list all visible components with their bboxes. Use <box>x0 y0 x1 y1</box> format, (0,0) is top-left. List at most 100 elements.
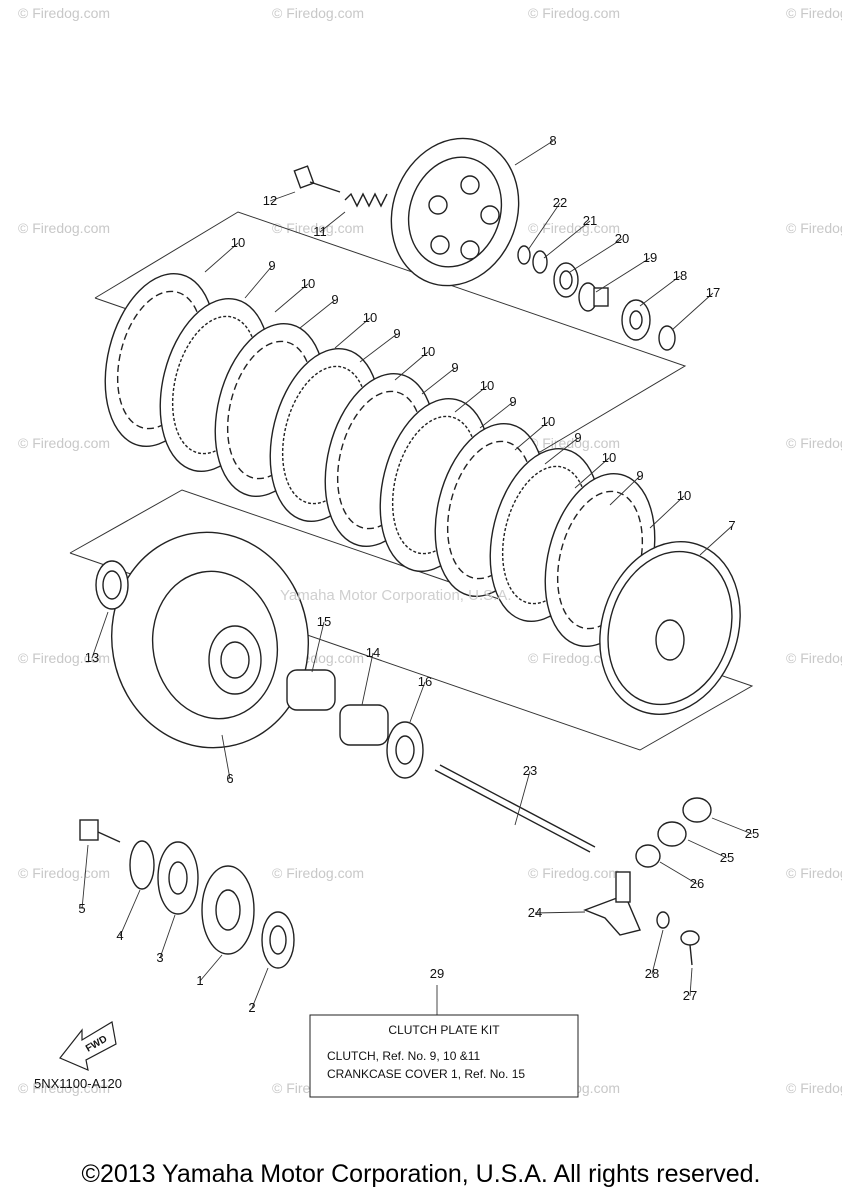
leader-line <box>659 861 698 885</box>
leader-line <box>649 495 685 529</box>
bearing-25b <box>657 821 687 847</box>
callout-5: 5 <box>78 901 85 916</box>
leader-line <box>394 351 429 381</box>
callout-1: 1 <box>196 973 203 988</box>
washer-4 <box>129 840 155 890</box>
callout-9: 9 <box>451 360 458 375</box>
callout-25: 25 <box>745 826 759 841</box>
watermark-text: © Firedog.com <box>272 865 364 881</box>
callout-4: 4 <box>116 928 123 943</box>
oil-seal-26 <box>635 844 661 868</box>
primary-driven-gear <box>599 541 741 715</box>
callout-7: 7 <box>728 518 735 533</box>
leader-line <box>711 817 753 835</box>
callout-14: 14 <box>366 645 380 660</box>
washer-28 <box>656 911 670 929</box>
callout-10: 10 <box>480 378 494 393</box>
watermark-text: © Firedog.com <box>18 220 110 236</box>
callout-13: 13 <box>85 650 99 665</box>
callout-10: 10 <box>231 235 245 250</box>
callout-9: 9 <box>636 468 643 483</box>
nut-18 <box>621 299 651 341</box>
callout-23: 23 <box>523 763 537 778</box>
watermark-text: © Firedog.com <box>786 650 842 666</box>
leader-line <box>639 275 681 307</box>
clutch-plate-kit-box: 29 CLUTCH PLATE KIT CLUTCH, Ref. No. 9, … <box>309 966 579 1098</box>
leader-line <box>311 621 325 673</box>
leader-line <box>159 914 176 959</box>
callout-11: 11 <box>313 224 327 239</box>
leader-line <box>689 967 693 997</box>
leader-line <box>359 333 398 363</box>
callout-17: 17 <box>706 285 720 300</box>
leader-line <box>514 140 554 166</box>
leader-line <box>671 292 714 331</box>
leader-line <box>274 283 309 313</box>
leader-line <box>244 265 273 299</box>
callout-2: 2 <box>248 1000 255 1015</box>
callout-8: 8 <box>549 133 556 148</box>
callout-9: 9 <box>331 292 338 307</box>
watermark-text: © Firedog.com <box>528 650 620 666</box>
watermark-text: © Firedog.com <box>786 5 842 21</box>
leader-line <box>687 839 728 859</box>
needle-bearing-15 <box>286 669 336 711</box>
callout-6: 6 <box>226 771 233 786</box>
pressure-plate <box>390 137 520 287</box>
leader-line <box>409 681 426 723</box>
callout-16: 16 <box>418 674 432 689</box>
callout-10: 10 <box>421 344 435 359</box>
leader-line <box>334 317 371 349</box>
watermark-text: © Firedog.com <box>528 5 620 21</box>
watermark-text: © Firedog.com <box>786 865 842 881</box>
callout-9: 9 <box>574 430 581 445</box>
leader-line <box>119 889 141 937</box>
watermark-text: © Firedog.com <box>786 435 842 451</box>
callout-12: 12 <box>263 193 277 208</box>
watermark-text: © Firedog.com <box>528 865 620 881</box>
clutch-plate-stack <box>104 272 656 648</box>
watermark-text: © Firedog.com <box>18 865 110 881</box>
circlip-22 <box>517 245 531 265</box>
callout-26: 26 <box>690 876 704 891</box>
leader-line <box>527 202 561 251</box>
push-rod-23 <box>434 764 596 853</box>
callout-layer: 8121122212019181710910910910910910910910… <box>78 133 759 1015</box>
callout-10: 10 <box>301 276 315 291</box>
spacer-14 <box>339 704 389 746</box>
watermark-text: © Firedog.com <box>786 1080 842 1096</box>
kit-line-1: CLUTCH, Ref. No. 9, 10 &11 <box>327 1049 480 1063</box>
leader-line <box>609 475 641 506</box>
callout-25: 25 <box>720 850 734 865</box>
leader-line <box>361 652 374 706</box>
leader-line <box>514 770 531 826</box>
leader-line <box>699 525 733 556</box>
callout-29: 29 <box>430 966 444 981</box>
leader-line <box>81 844 89 910</box>
callout-9: 9 <box>393 326 400 341</box>
watermark-text: © Firedog.com <box>18 5 110 21</box>
leader-line <box>199 954 223 982</box>
watermark-text: © Firedog.com <box>18 1080 110 1096</box>
leader-line <box>479 401 514 429</box>
leader-line <box>569 238 623 273</box>
callout-9: 9 <box>268 258 275 273</box>
bearing-20 <box>553 262 579 298</box>
lock-washer-17 <box>658 325 676 351</box>
leader-line <box>221 734 231 780</box>
callout-28: 28 <box>645 966 659 981</box>
leader-line <box>269 191 296 202</box>
leader-line <box>251 967 269 1009</box>
callout-18: 18 <box>673 268 687 283</box>
leader-line <box>595 257 651 293</box>
clutch-bolt <box>293 165 341 193</box>
watermark-text: © Firedog.com <box>528 435 620 451</box>
callout-10: 10 <box>363 310 377 325</box>
callout-10: 10 <box>602 450 616 465</box>
leader-line <box>543 220 591 259</box>
watermark-text: © Firedog.com <box>786 220 842 236</box>
callout-24: 24 <box>528 905 542 920</box>
leader-line <box>319 211 346 233</box>
callout-15: 15 <box>317 614 331 629</box>
